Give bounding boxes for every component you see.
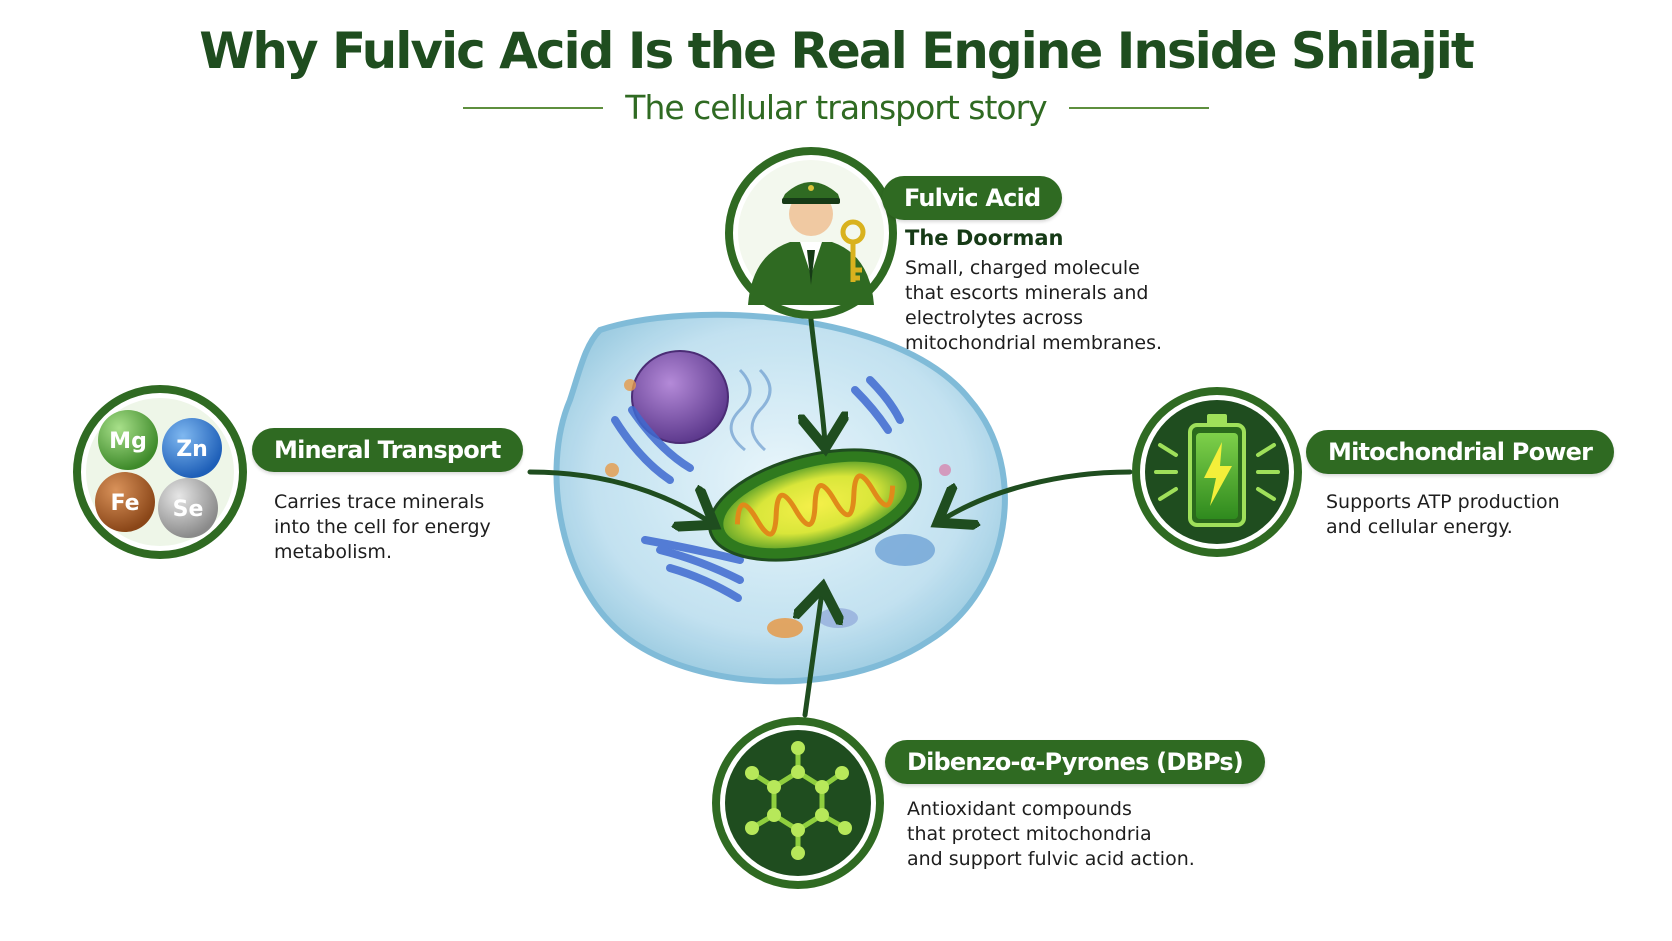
mineral-label: Zn — [176, 437, 208, 462]
arrow-mineral-to-mito — [527, 469, 710, 522]
page-title: Why Fulvic Acid Is the Real Engine Insid… — [199, 22, 1475, 80]
cell-illustration — [553, 311, 1008, 685]
mineral-label: Se — [173, 497, 204, 522]
vesicle — [875, 534, 935, 566]
nucleus — [631, 350, 729, 444]
description-line: mitochondrial membranes. — [905, 332, 1163, 354]
dbp-description: Antioxidant compounds that protect mitoc… — [907, 797, 1195, 872]
description-line: and cellular energy. — [1326, 516, 1513, 538]
fulvic-acid-title: Fulvic Acid — [882, 176, 1063, 220]
description-line: that protect mitochondria — [907, 823, 1152, 845]
vesicle — [624, 379, 636, 391]
mineral-sphere-fe — [95, 472, 155, 532]
mineral-transport-description: Carries trace minerals into the cell for… — [274, 490, 491, 565]
er-folds — [729, 368, 772, 452]
description-line: Antioxidant compounds — [907, 798, 1132, 820]
molecule-icon — [712, 717, 884, 889]
golgi-apparatus — [611, 376, 904, 602]
description-line: that escorts minerals and — [905, 282, 1149, 304]
description-line: Carries trace minerals — [274, 491, 485, 513]
description-line: Small, charged molecule — [905, 257, 1140, 279]
mitochondrial-power-description: Supports ATP production and cellular ene… — [1326, 490, 1560, 540]
mineral-label: Mg — [109, 429, 147, 454]
subtitle-rule-left — [463, 106, 604, 109]
doorman-with-key-icon — [725, 147, 897, 319]
battery-charging-icon — [1132, 387, 1302, 557]
subtitle-row: The cellular transport story — [0, 88, 1672, 127]
mineral-sphere-zn — [162, 418, 222, 478]
description-line: into the cell for energy — [274, 516, 491, 538]
description-line: metabolism. — [274, 541, 392, 563]
dbp-title: Dibenzo-α-Pyrones (DBPs) — [885, 740, 1265, 784]
arrow-fulvic-to-mito — [810, 307, 825, 443]
vesicle — [605, 463, 619, 477]
subtitle-rule-right — [1068, 106, 1209, 109]
vesicle — [767, 618, 803, 638]
description-line: and support fulvic acid action. — [907, 848, 1195, 870]
description-line: electrolytes across — [905, 307, 1084, 329]
mitochondrial-power-title: Mitochondrial Power — [1306, 430, 1615, 474]
mineral-label: Fe — [110, 491, 139, 516]
vesicle — [818, 608, 858, 628]
fulvic-acid-description: Small, charged molecule that escorts min… — [905, 256, 1162, 356]
mineral-spheres-icon: Mg Zn Fe Se — [73, 385, 247, 559]
mineral-transport-title: Mineral Transport — [252, 428, 523, 472]
vesicle — [939, 464, 951, 476]
mineral-sphere-se — [158, 478, 218, 538]
page-subtitle: The cellular transport story — [625, 88, 1047, 127]
arrow-battery-to-mito — [942, 469, 1133, 520]
description-line: Supports ATP production — [1326, 491, 1560, 513]
arrows — [527, 307, 1133, 718]
mitochondrion-icon — [708, 448, 922, 562]
arrow-dbp-to-mito — [805, 592, 822, 718]
fulvic-acid-subtitle: The Doorman — [905, 226, 1064, 250]
mineral-sphere-mg — [98, 410, 158, 470]
